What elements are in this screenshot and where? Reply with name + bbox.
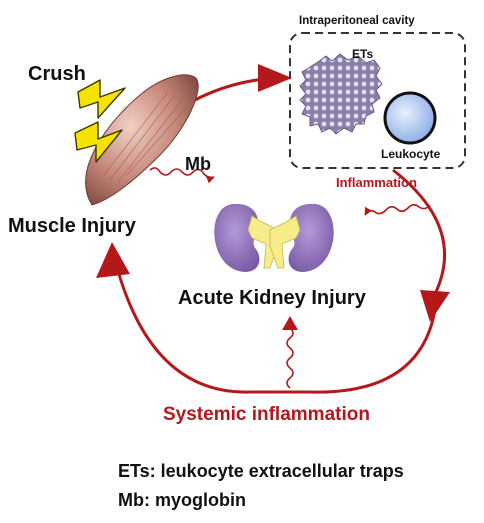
wavy-arrow-mb: [149, 167, 215, 184]
intraperitoneal-cavity-box: [289, 32, 466, 169]
cycle-arc-bottom: [113, 259, 437, 394]
crush-label: Crush: [28, 63, 86, 85]
arrowhead-to-muscle: [96, 242, 130, 278]
arrowhead-to-cavity: [258, 64, 292, 92]
leukocyte-label: Leukocyte: [381, 147, 441, 161]
arrowhead-systemic: [282, 316, 298, 330]
wavy-arrow-systemic: [286, 327, 294, 389]
ets-label: ETs: [352, 47, 373, 61]
mb-label: Mb: [185, 154, 211, 174]
cycle-arc-right: [392, 168, 446, 301]
lightning-bolt-icon: [77, 79, 126, 119]
ets-net-illustration: [299, 53, 383, 135]
wavy-arrow-inflammation: [364, 203, 431, 216]
arrowhead-to-kidney: [420, 290, 450, 322]
systemic-inflammation-label: Systemic inflammation: [163, 404, 370, 425]
legend-mb: Mb: myoglobin: [118, 490, 246, 510]
cavity-title: Intraperitoneal cavity: [299, 15, 415, 27]
inflammation-label: Inflammation: [336, 175, 417, 190]
aki-label: Acute Kidney Injury: [178, 287, 367, 309]
leukocyte-cell: [383, 91, 437, 145]
muscle-injury-label: Muscle Injury: [8, 215, 137, 237]
legend-ets: ETs: leukocyte extracellular traps: [118, 461, 404, 481]
lightning-bolt-icon: [74, 121, 123, 163]
kidney-right: [269, 203, 334, 272]
kidney-left: [214, 203, 279, 272]
